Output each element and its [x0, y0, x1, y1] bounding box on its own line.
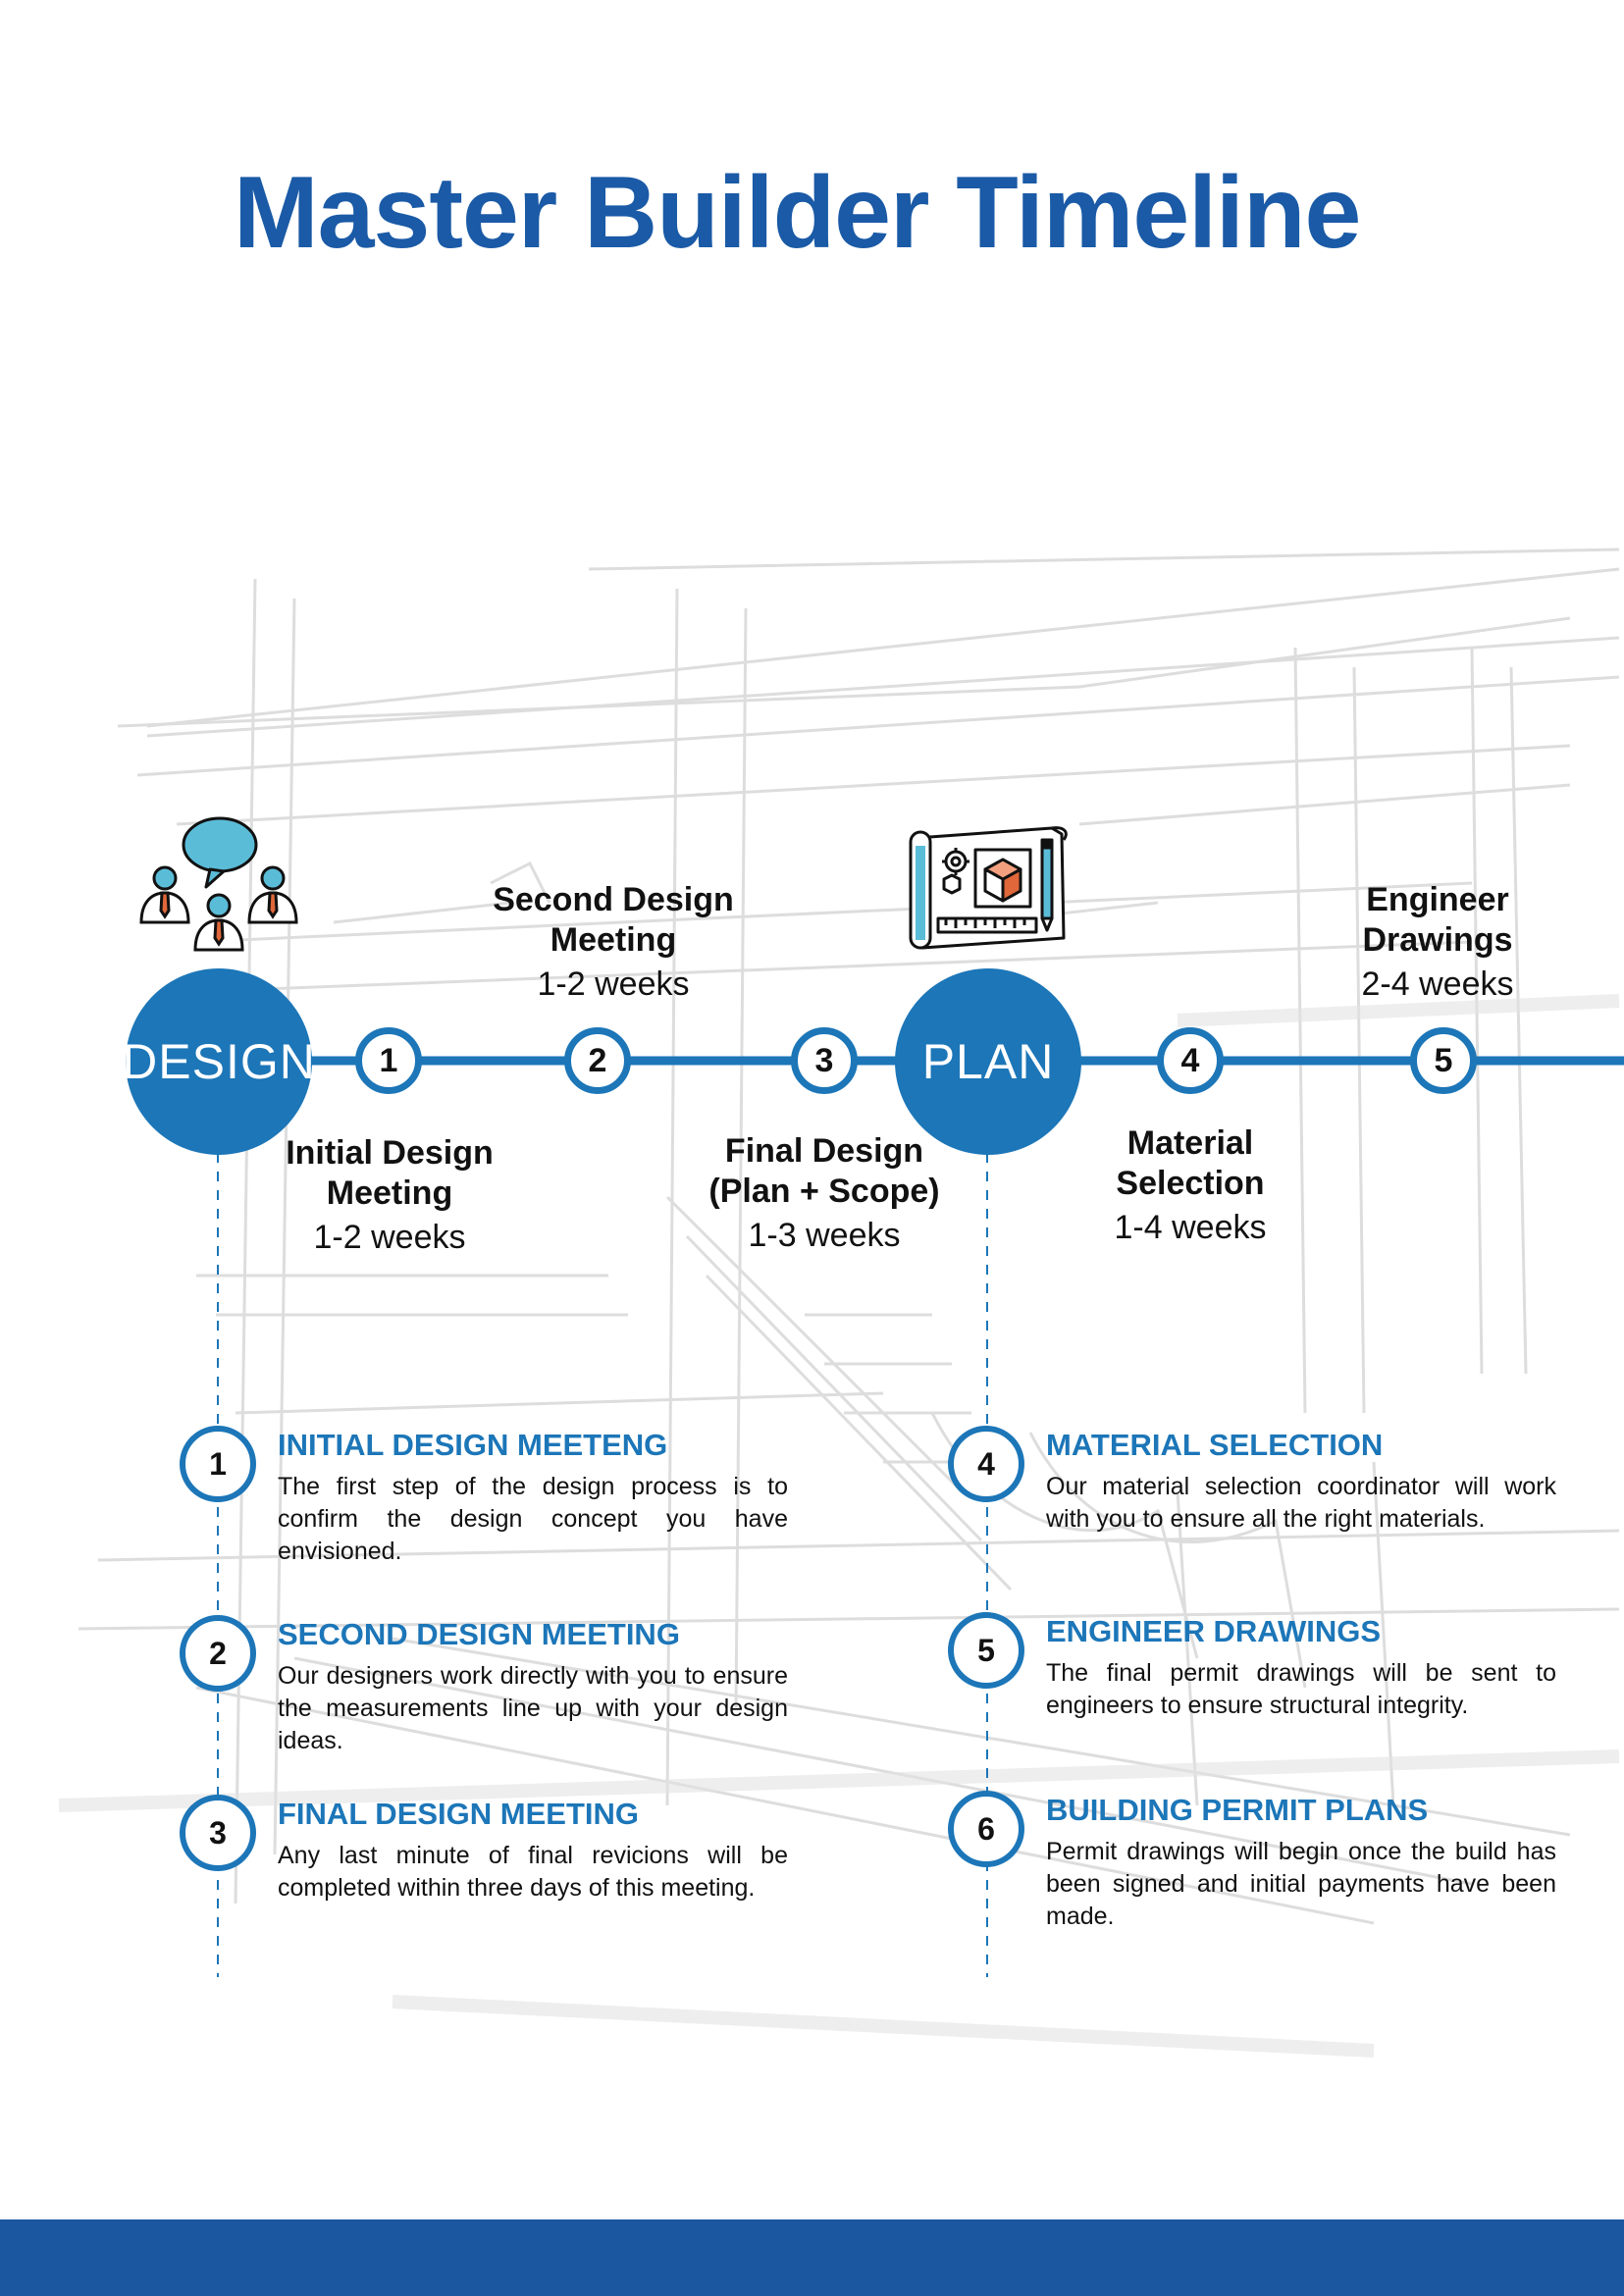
step-5-name-line-2: Drawings — [1362, 920, 1513, 959]
detail-number-1: 1 — [180, 1426, 256, 1502]
step-3-name-line-1: Final Design — [724, 1132, 924, 1170]
step-2-name-line-2: Meeting — [550, 920, 677, 959]
step-1-name-line-2: Meeting — [326, 1174, 453, 1212]
detail-text-4: Our material selection coordinator will … — [1046, 1473, 1556, 1533]
step-3-name-line-2: (Plan + Scope) — [708, 1172, 940, 1210]
detail-heading-1: INITIAL DESIGN MEETENG — [278, 1428, 668, 1462]
step-1-duration: 1-2 weeks — [313, 1218, 466, 1256]
timeline-node-3: 3 — [791, 1027, 858, 1094]
detail-number-4: 4 — [948, 1426, 1024, 1502]
detail-item-2: 2 SECOND DESIGN MEETING Our designers wo… — [180, 1615, 788, 1762]
phase-plan: PLAN — [895, 968, 1081, 1155]
step-4-name-line-2: Selection — [1116, 1164, 1265, 1202]
page-title: Master Builder Timeline — [234, 156, 1361, 270]
detail-text-3: Any last minute of final revicions will … — [278, 1842, 788, 1902]
phase-design: DESIGN — [122, 968, 315, 1155]
timeline-node-2: 2 — [564, 1027, 631, 1094]
detail-heading-4: MATERIAL SELECTION — [1046, 1428, 1384, 1462]
detail-item-1: 1 INITIAL DESIGN MEETENG The first step … — [180, 1426, 788, 1573]
step-4-name-line-1: Material — [1126, 1124, 1254, 1162]
detail-text-1: The first step of the design process is … — [278, 1473, 788, 1565]
detail-number-5: 5 — [948, 1612, 1024, 1689]
meeting-people-icon — [139, 816, 298, 952]
step-2-duration: 1-2 weeks — [537, 965, 690, 1003]
step-4-duration: 1-4 weeks — [1114, 1208, 1267, 1246]
detail-heading-3: FINAL DESIGN MEETING — [278, 1797, 640, 1831]
detail-number-3: 3 — [180, 1795, 256, 1871]
detail-heading-6: BUILDING PERMIT PLANS — [1046, 1793, 1429, 1827]
step-2-name-line-1: Second Design — [493, 881, 734, 918]
detail-heading-5: ENGINEER DRAWINGS — [1046, 1614, 1382, 1648]
detail-number-6: 6 — [948, 1791, 1024, 1867]
detail-item-6: 6 BUILDING PERMIT PLANS Permit drawings … — [948, 1791, 1556, 1957]
timeline-label-4: Material Selection 1-4 weeks — [1073, 1123, 1308, 1247]
detail-item-4: 4 MATERIAL SELECTION Our material select… — [948, 1426, 1556, 1573]
detail-item-3: 3 FINAL DESIGN MEETING Any last minute o… — [180, 1795, 788, 1942]
timeline-label-3: Final Design (Plan + Scope) 1-3 weeks — [687, 1131, 962, 1255]
detail-item-5: 5 ENGINEER DRAWINGS The final permit dra… — [948, 1612, 1556, 1759]
timeline-node-4: 4 — [1157, 1027, 1224, 1094]
step-1-name-line-1: Initial Design — [286, 1134, 494, 1172]
detail-number-2: 2 — [180, 1615, 256, 1692]
timeline-label-2: Second Design Meeting 1-2 weeks — [486, 880, 741, 1004]
footer-bar — [0, 2219, 1624, 2296]
step-5-duration: 2-4 weeks — [1361, 965, 1514, 1003]
timeline-label-1: Initial Design Meeting 1-2 weeks — [272, 1133, 507, 1257]
detail-text-5: The final permit drawings will be sent t… — [1046, 1659, 1556, 1719]
timeline-label-5: Engineer Drawings 2-4 weeks — [1320, 880, 1555, 1004]
detail-heading-2: SECOND DESIGN MEETING — [278, 1617, 680, 1651]
step-5-name-line-1: Engineer — [1366, 881, 1509, 918]
sketch-background — [58, 548, 1620, 2058]
detail-text-2: Our designers work directly with you to … — [278, 1662, 788, 1754]
step-3-duration: 1-3 weeks — [748, 1216, 901, 1254]
phase-design-label: DESIGN — [122, 1034, 316, 1089]
phase-plan-label: PLAN — [921, 1034, 1055, 1089]
timeline-node-5: 5 — [1410, 1027, 1477, 1094]
blueprint-icon — [909, 826, 1068, 950]
timeline-node-1: 1 — [355, 1027, 422, 1094]
detail-text-6: Permit drawings will begin once the buil… — [1046, 1838, 1556, 1930]
